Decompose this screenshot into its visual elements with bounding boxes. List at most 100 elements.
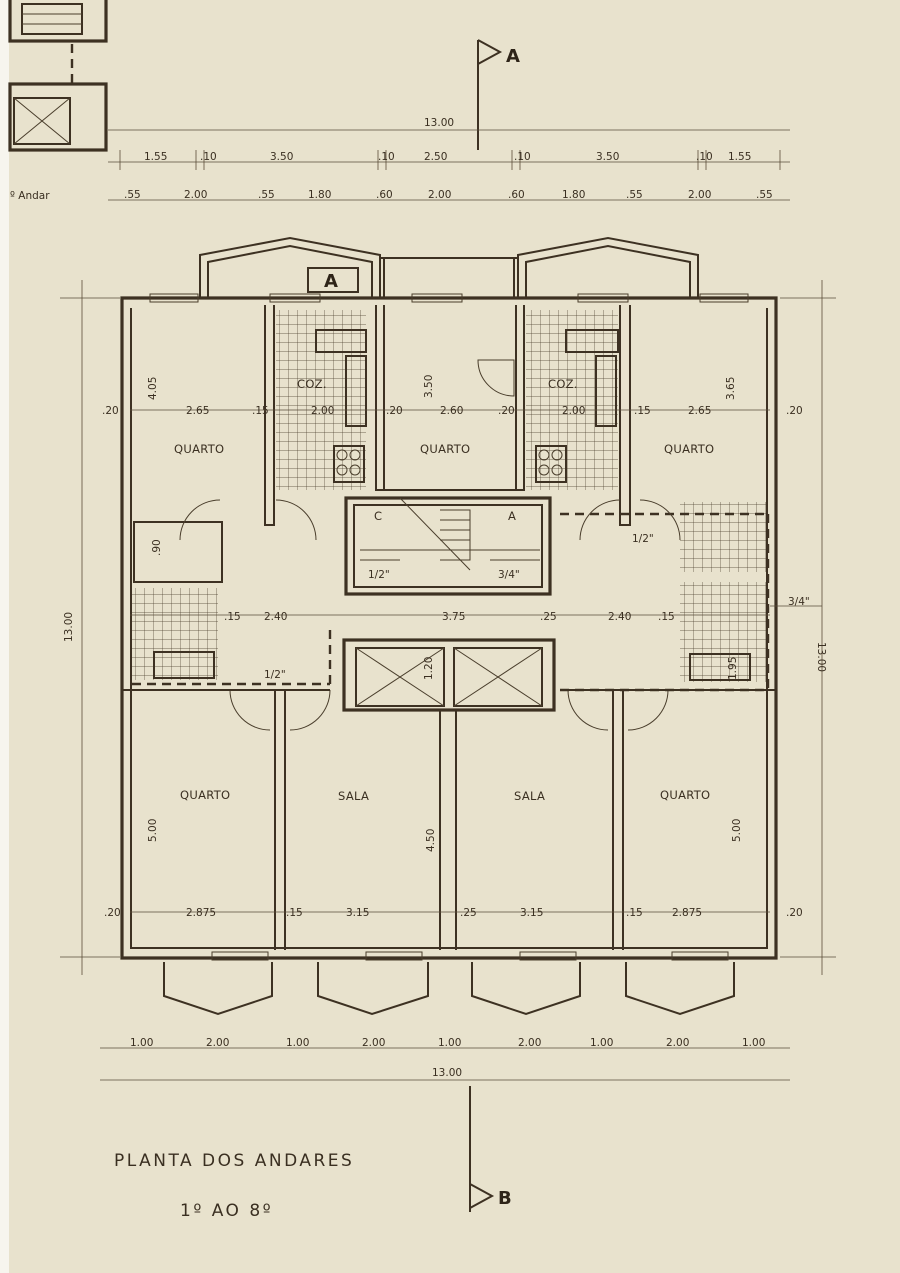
- dim-top-row1-0: 1.55: [144, 151, 167, 163]
- svg-text:.15: .15: [634, 405, 651, 417]
- dim-top-row1-5: .10: [514, 151, 531, 163]
- dim-bottom-total: 13.00: [432, 1067, 462, 1079]
- svg-text:.25: .25: [540, 611, 557, 623]
- dim-top-row2-9: 2.00: [688, 189, 711, 201]
- pipe-labels: 1/2" 1/2" 1/2" 3/4" 3/4": [264, 533, 822, 681]
- section-mark-b: B: [469, 1086, 512, 1212]
- svg-text:.20: .20: [386, 405, 403, 417]
- svg-text:3/4": 3/4": [498, 569, 520, 581]
- room-quarto-bl: QUARTO: [180, 788, 230, 802]
- svg-text:.15: .15: [224, 611, 241, 623]
- svg-text:2.00: 2.00: [562, 405, 585, 417]
- svg-text:2.40: 2.40: [264, 611, 287, 623]
- svg-text:1/2": 1/2": [264, 669, 286, 681]
- svg-text:4.50: 4.50: [425, 829, 437, 852]
- svg-text:.15: .15: [658, 611, 675, 623]
- dim-bottom-4: 1.00: [438, 1037, 461, 1049]
- svg-text:.15: .15: [626, 907, 643, 919]
- side-dimension-lines: 13.00 13.00: [60, 280, 836, 975]
- svg-text:.90: .90: [151, 539, 163, 556]
- dim-top-row2-6: .60: [508, 189, 525, 201]
- svg-text:1/2": 1/2": [632, 533, 654, 545]
- svg-text:3.15: 3.15: [520, 907, 543, 919]
- svg-text:3.15: 3.15: [346, 907, 369, 919]
- dim-side-left: 13.00: [63, 612, 75, 642]
- dim-bottom-1: 2.00: [206, 1037, 229, 1049]
- dim-top-row1-8: 1.55: [728, 151, 751, 163]
- svg-text:2.875: 2.875: [186, 907, 216, 919]
- dim-top-row2-1: 2.00: [184, 189, 207, 201]
- svg-text:.20: .20: [786, 405, 803, 417]
- svg-text:2.65: 2.65: [186, 405, 209, 417]
- svg-text:A: A: [508, 509, 516, 523]
- top-dimension-lines: 13.00 1.55 .10 3.50 .10 2.50 .10 3.50 .10 1.55 .…: [108, 117, 790, 201]
- dim-top-row1-4: 2.50: [424, 151, 447, 163]
- plan-subtitle: 1º AO 8º: [180, 1201, 273, 1221]
- dim-top-row1-1: .10: [200, 151, 217, 163]
- dim-bottom-5: 2.00: [518, 1037, 541, 1049]
- fragment-label: º Andar: [10, 190, 50, 202]
- svg-text:.20: .20: [104, 907, 121, 919]
- room-labels: QUARTO COZ. QUARTO COZ. QUARTO QUARTO SA…: [174, 377, 714, 803]
- svg-text:.25: .25: [460, 907, 477, 919]
- svg-text:4.05: 4.05: [147, 377, 159, 400]
- room-sala-left: SALA: [338, 789, 369, 803]
- dim-bottom-7: 2.00: [666, 1037, 689, 1049]
- dim-top-row2-10: .55: [756, 189, 773, 201]
- dim-top-row1-2: 3.50: [270, 151, 293, 163]
- dim-bottom-2: 1.00: [286, 1037, 309, 1049]
- room-coz-left: COZ.: [297, 377, 327, 391]
- adjacent-plan-fragment: º Andar: [8, 0, 108, 202]
- interior-dimensions: .20 2.65 .15 2.00 .20 2.60 .20 2.00 .15 …: [102, 375, 803, 919]
- svg-text:3.50: 3.50: [423, 375, 435, 398]
- dim-bottom-8: 1.00: [742, 1037, 765, 1049]
- svg-text:3.65: 3.65: [725, 377, 737, 400]
- outer-walls: A: [120, 236, 778, 960]
- svg-text:2.60: 2.60: [440, 405, 463, 417]
- svg-text:5.00: 5.00: [731, 819, 743, 842]
- svg-text:1.20: 1.20: [423, 657, 435, 680]
- dim-bottom-3: 2.00: [362, 1037, 385, 1049]
- section-mark-a: A: [477, 39, 520, 150]
- interior-walls: C A: [122, 305, 776, 1016]
- dim-top-row2-3: 1.80: [308, 189, 331, 201]
- svg-text:.15: .15: [286, 907, 303, 919]
- svg-text:5.00: 5.00: [147, 819, 159, 842]
- svg-text:2.65: 2.65: [688, 405, 711, 417]
- svg-text:2.00: 2.00: [311, 405, 334, 417]
- svg-text:1/2": 1/2": [368, 569, 390, 581]
- dim-side-right: 13.00: [815, 642, 827, 672]
- svg-text:C: C: [374, 509, 382, 523]
- svg-text:A: A: [506, 46, 520, 67]
- dim-top-row2-7: 1.80: [562, 189, 585, 201]
- room-quarto-tc: QUARTO: [420, 442, 470, 456]
- dim-bottom-0: 1.00: [130, 1037, 153, 1049]
- dim-top-row1-3: .10: [378, 151, 395, 163]
- svg-text:.20: .20: [498, 405, 515, 417]
- svg-text:3.75: 3.75: [442, 611, 465, 623]
- svg-text:.20: .20: [102, 405, 119, 417]
- svg-text:B: B: [498, 1188, 512, 1209]
- room-quarto-tr: QUARTO: [664, 442, 714, 456]
- room-coz-right: COZ.: [548, 377, 578, 391]
- dim-top-row1-7: .10: [696, 151, 713, 163]
- plan-title: PLANTA DOS ANDARES: [114, 1151, 354, 1171]
- room-sala-right: SALA: [514, 789, 545, 803]
- dim-top-row1-6: 3.50: [596, 151, 619, 163]
- svg-text:3/4": 3/4": [788, 596, 810, 608]
- svg-text:2.875: 2.875: [672, 907, 702, 919]
- dim-bottom-6: 1.00: [590, 1037, 613, 1049]
- dim-top-row2-4: .60: [376, 189, 393, 201]
- page-edge: [0, 0, 9, 1273]
- svg-text:.20: .20: [786, 907, 803, 919]
- bottom-dimension-lines: 1.00 2.00 1.00 2.00 1.00 2.00 1.00 2.00 1.00 13.…: [100, 1037, 790, 1081]
- room-quarto-br: QUARTO: [660, 788, 710, 802]
- box-label-a: A: [324, 271, 338, 292]
- dim-top-total: 13.00: [424, 117, 454, 129]
- dim-top-row2-8: .55: [626, 189, 643, 201]
- svg-text:.15: .15: [252, 405, 269, 417]
- dim-top-row2-0: .55: [124, 189, 141, 201]
- dim-top-row2-5: 2.00: [428, 189, 451, 201]
